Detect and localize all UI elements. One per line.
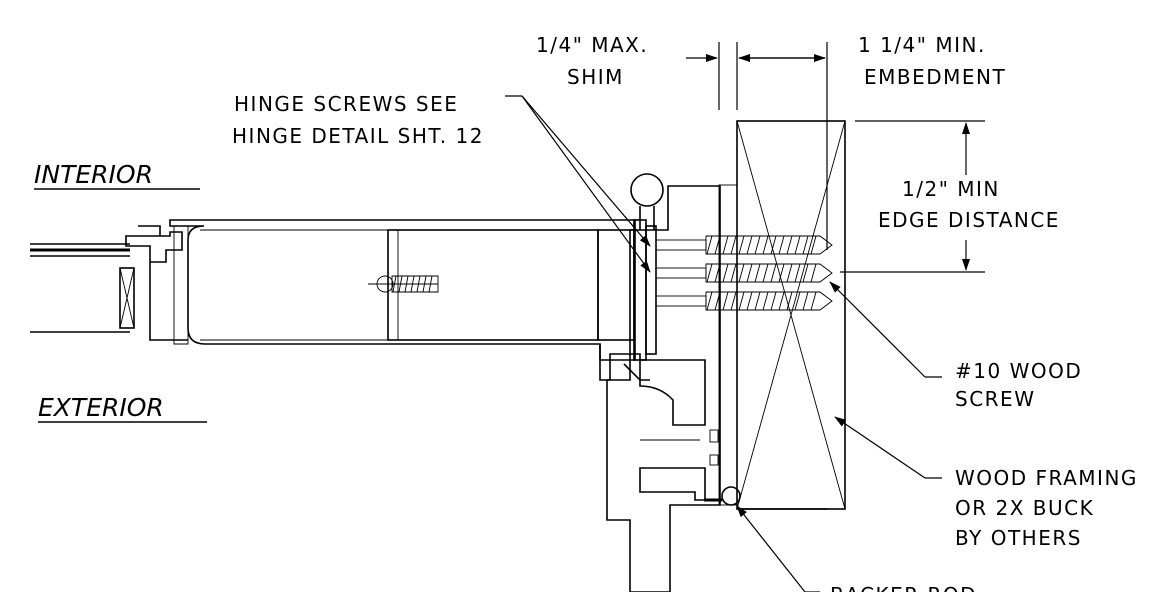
framing-label-line2: OR 2X BUCK xyxy=(955,496,1094,520)
backer-rod xyxy=(704,486,741,506)
wood-screw-leader xyxy=(829,281,942,378)
edge-label-line2: EDGE DISTANCE xyxy=(878,208,1060,232)
shim-label-line2: SHIM xyxy=(567,65,624,89)
wood-framing-block xyxy=(736,120,846,510)
shim-strip xyxy=(718,184,738,506)
sash-profile xyxy=(30,219,650,381)
wood-screws xyxy=(655,235,833,311)
backer-rod-leader xyxy=(736,505,820,592)
hinge-label-line1: HINGE SCREWS SEE xyxy=(234,92,458,116)
embedment-dimension xyxy=(738,42,828,250)
screw-label-line1: #10 WOOD xyxy=(955,359,1082,383)
edge-label-line1: 1/2" MIN xyxy=(902,177,1000,201)
hinge-plate xyxy=(633,219,657,361)
framing-label-line1: WOOD FRAMING xyxy=(955,466,1138,490)
embedment-label-line1: 1 1/4" MIN. xyxy=(858,33,986,57)
screw-label-line2: SCREW xyxy=(955,387,1035,411)
hinge-label-line2: HINGE DETAIL SHT. 12 xyxy=(232,124,484,148)
wood-framing-leader xyxy=(834,416,942,479)
hinge-screws-leader xyxy=(505,95,651,273)
shim-dimension xyxy=(686,42,738,110)
embedment-label-line2: EMBEDMENT xyxy=(864,65,1006,89)
backer-rod-label: BACKER ROD xyxy=(830,583,977,592)
framing-label-line3: BY OTHERS xyxy=(955,526,1082,550)
exterior-label: EXTERIOR xyxy=(38,393,164,422)
edge-distance-dimension xyxy=(840,120,985,273)
shim-label-line1: 1/4" MAX. xyxy=(536,33,648,57)
interior-label: INTERIOR xyxy=(34,160,153,189)
